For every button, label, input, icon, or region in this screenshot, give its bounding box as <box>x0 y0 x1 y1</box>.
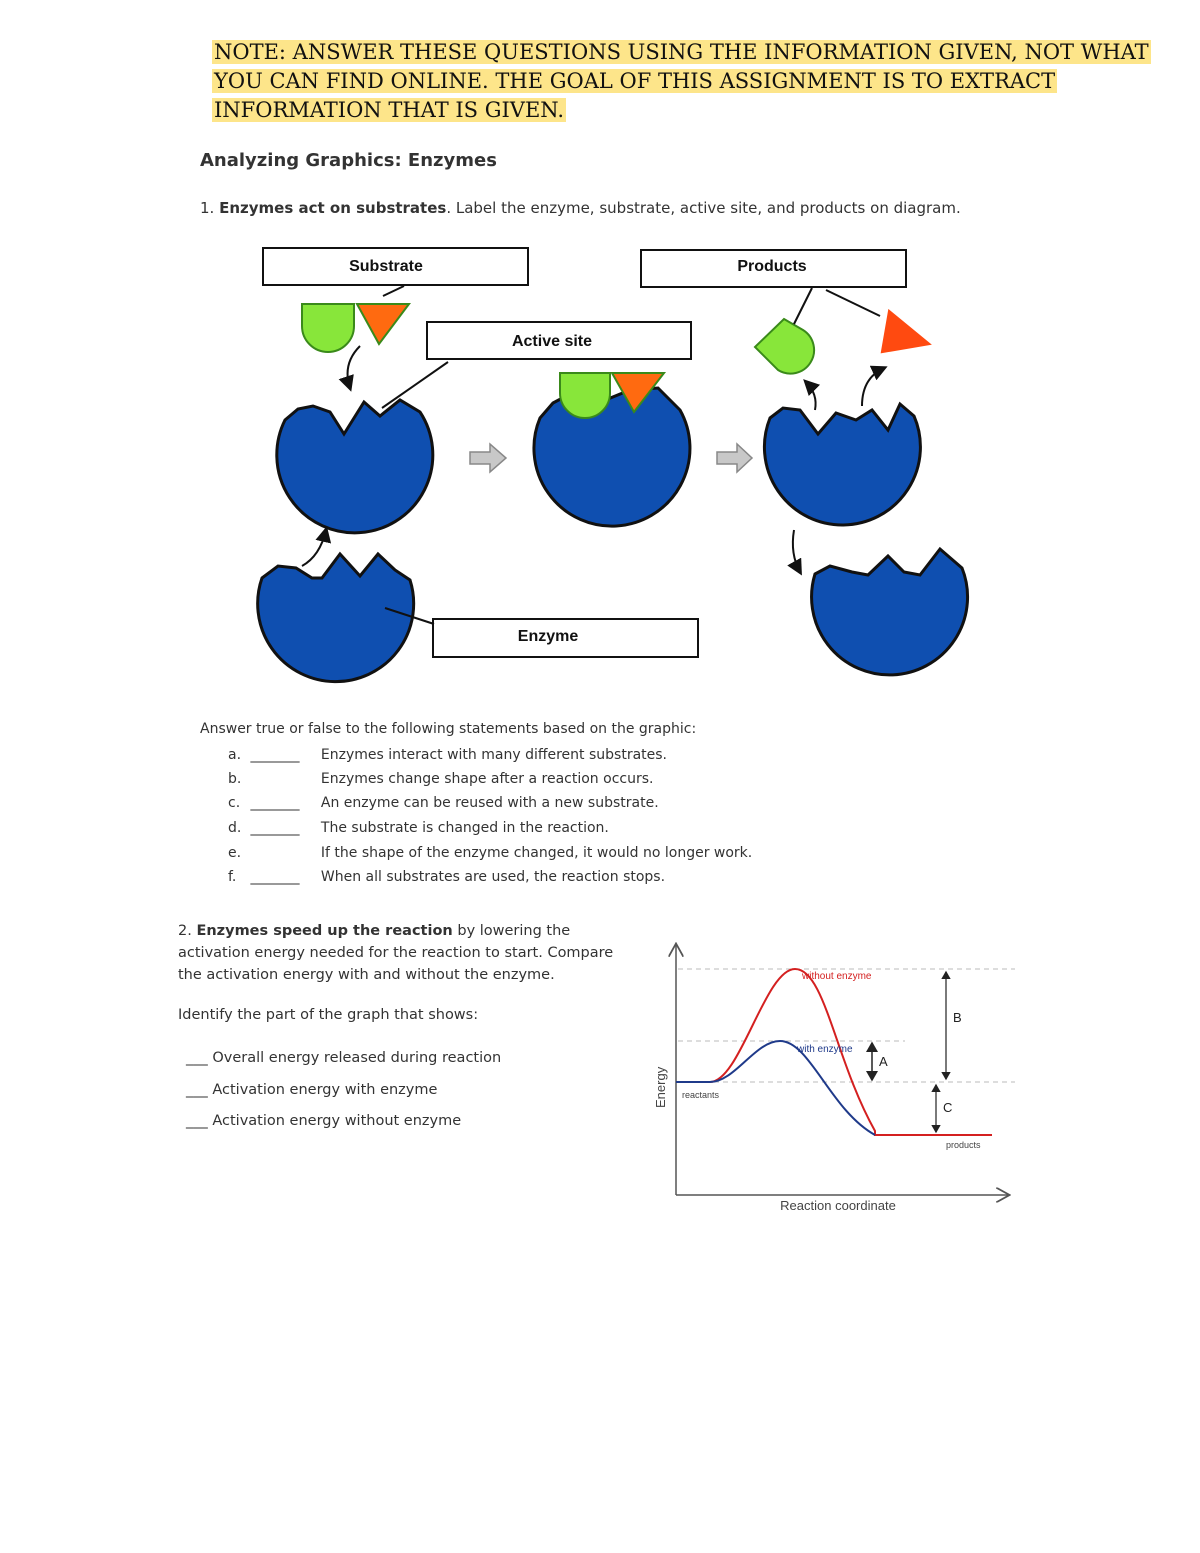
graph-part-item[interactable]: ___ Activation energy with enzyme <box>186 1082 438 1098</box>
label-active-site: Active site <box>512 333 592 350</box>
product-green-piece <box>753 317 816 375</box>
series-with-enzyme <box>676 1039 876 1136</box>
identify-prompt: Identify the part of the graph that show… <box>178 1007 479 1023</box>
label-box-active-site[interactable]: Active site <box>426 321 692 360</box>
answer-blank[interactable]: _______ <box>250 747 300 763</box>
item-letter: f. <box>228 869 237 885</box>
y-axis-label: Energy <box>653 1066 668 1108</box>
statement-text: If the shape of the enzyme changed, it w… <box>320 845 753 861</box>
label-products: products <box>946 1140 981 1150</box>
products-pointer-line-2 <box>825 289 881 317</box>
true-false-item: a. _______ Enzymes interact with many di… <box>228 747 667 763</box>
question-1-text: . Label the enzyme, substrate, active si… <box>446 199 961 217</box>
substrate-to-enzyme-arrow <box>338 345 361 392</box>
series-without-enzyme <box>676 967 992 1136</box>
question-2-text: by lowering the activation energy needed… <box>178 923 614 983</box>
answer-blank[interactable]: _______ <box>250 869 300 885</box>
product-release-arrow-1 <box>803 379 821 411</box>
true-false-item: d. _______ The substrate is changed in t… <box>228 820 609 836</box>
enzyme-diagram: Substrate Products Active site Enzyme <box>256 247 970 684</box>
active-site-pointer-line <box>381 361 449 409</box>
products-pointer-line-1 <box>793 287 813 325</box>
enzyme-shape-3 <box>762 401 922 527</box>
item-letter: c. <box>228 795 241 811</box>
label-reactants: reactants <box>682 1090 720 1100</box>
substrate-green-piece <box>301 303 355 353</box>
label-with-enzyme: with enzyme <box>796 1044 853 1055</box>
statement-text: Enzymes interact with many different sub… <box>320 747 667 763</box>
question-1-number: 1. <box>200 199 215 217</box>
statement-text: The substrate is changed in the reaction… <box>320 820 609 836</box>
question-1: 1. Enzymes act on substrates. Label the … <box>200 199 961 217</box>
enzyme-pointer-line <box>384 607 435 625</box>
graph-part-item[interactable]: ___ Activation energy without enzyme <box>186 1113 462 1129</box>
enzyme-shape-1 <box>275 398 435 535</box>
true-false-item: b. Enzymes change shape after a reaction… <box>228 771 653 787</box>
statement-text: When all substrates are used, the reacti… <box>320 869 666 885</box>
answer-blank[interactable]: _______ <box>250 820 300 836</box>
true-false-item: e. If the shape of the enzyme changed, i… <box>228 845 752 861</box>
label-box-enzyme[interactable]: Enzyme <box>432 618 699 658</box>
product-orange-piece <box>879 307 935 355</box>
statement-text: Enzymes change shape after a reaction oc… <box>320 771 654 787</box>
enzyme-shape-5 <box>810 546 970 677</box>
assignment-note: NOTE: ANSWER THESE QUESTIONS USING THE I… <box>212 40 1151 122</box>
statement-text: An enzyme can be reused with a new subst… <box>320 795 659 811</box>
label-c: C <box>943 1100 952 1115</box>
enzyme-recycle-arrow <box>301 526 332 567</box>
label-a: A <box>879 1054 888 1069</box>
substrate-orange-piece <box>355 303 411 346</box>
page-title: Analyzing Graphics: Enzymes <box>200 150 497 171</box>
question-2: 2. Enzymes speed up the reaction by lowe… <box>178 920 638 986</box>
question-2-number: 2. <box>178 923 192 939</box>
item-letter: d. <box>228 820 242 836</box>
label-without-enzyme: without enzyme <box>801 971 872 982</box>
item-letter: e. <box>228 845 242 861</box>
enzyme-release-arrow <box>787 529 802 576</box>
question-1-bold: Enzymes act on substrates <box>219 199 447 217</box>
item-letter: a. <box>228 747 242 763</box>
item-letter: b. <box>228 771 242 787</box>
label-enzyme: Enzyme <box>518 628 579 645</box>
bound-substrate-orange <box>610 372 667 414</box>
true-false-intro: Answer true or false to the following st… <box>200 721 697 737</box>
label-box-substrate[interactable]: Substrate <box>262 247 529 286</box>
answer-blank[interactable]: _______ <box>250 795 300 811</box>
substrate-pointer-line <box>382 285 405 297</box>
enzyme-shape-2 <box>532 386 692 528</box>
process-arrow-1 <box>469 442 508 474</box>
label-box-products[interactable]: Products <box>640 249 907 288</box>
x-axis-label: Reaction coordinate <box>780 1198 896 1213</box>
label-products: Products <box>737 258 806 275</box>
true-false-item: f. _______ When all substrates are used,… <box>228 869 665 885</box>
product-release-arrow-2 <box>861 365 888 407</box>
bound-substrate-green <box>559 372 611 419</box>
label-b: B <box>953 1010 962 1025</box>
process-arrow-2 <box>716 442 754 474</box>
graph-part-item[interactable]: ___ Overall energy released during react… <box>186 1050 502 1066</box>
question-2-bold: Enzymes speed up the reaction <box>196 923 453 939</box>
true-false-item: c. _______ An enzyme can be reused with … <box>228 795 659 811</box>
label-substrate: Substrate <box>349 258 423 275</box>
enzyme-shape-4 <box>256 551 416 684</box>
